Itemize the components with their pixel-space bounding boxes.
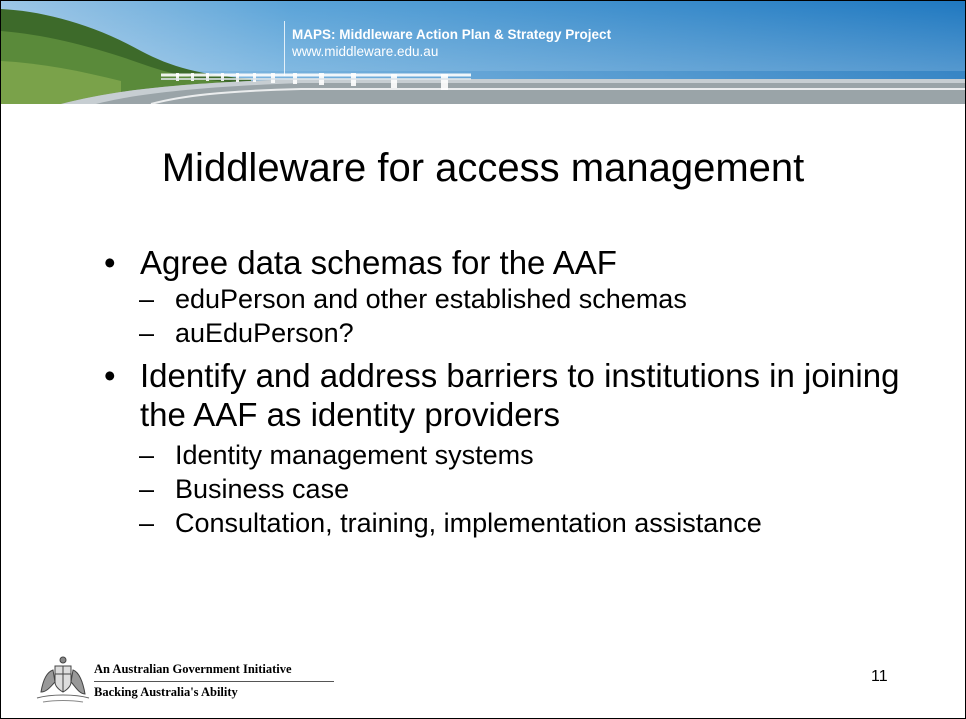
dash-icon: – bbox=[139, 440, 155, 470]
footer-tagline: Backing Australia's Ability bbox=[94, 685, 238, 699]
bullet-item: • Agree data schemas for the AAF bbox=[104, 243, 944, 282]
bullet-text: Identify and address barriers to institu… bbox=[140, 357, 900, 433]
header-banner: MAPS: Middleware Action Plan & Strategy … bbox=[1, 1, 965, 104]
banner-url: www.middleware.edu.au bbox=[292, 44, 439, 59]
sub-bullet-text: eduPerson and other established schemas bbox=[175, 284, 687, 314]
bullet-icon: • bbox=[104, 244, 116, 281]
bullet-item: • Identify and address barriers to insti… bbox=[104, 356, 944, 434]
bullet-list: • Agree data schemas for the AAF – eduPe… bbox=[104, 243, 944, 540]
dash-icon: – bbox=[139, 284, 155, 314]
sub-bullet-item: – eduPerson and other established schema… bbox=[139, 282, 944, 316]
sub-bullet-item: – Business case bbox=[139, 472, 944, 506]
coat-of-arms-icon bbox=[36, 656, 90, 703]
sub-bullet-item: – Identity management systems bbox=[139, 438, 944, 472]
dash-icon: – bbox=[139, 508, 155, 538]
sub-bullet-text: Consultation, training, implementation a… bbox=[175, 508, 762, 538]
sub-bullet-item: – Consultation, training, implementation… bbox=[139, 506, 944, 540]
bullet-text: Agree data schemas for the AAF bbox=[140, 244, 617, 281]
bullet-icon: • bbox=[104, 357, 116, 394]
road-landscape-image bbox=[1, 1, 965, 104]
dash-icon: – bbox=[139, 474, 155, 504]
page-number: 11 bbox=[871, 668, 888, 685]
footer-initiative-text: An Australian Government Initiative bbox=[94, 662, 292, 676]
sub-bullet-text: auEduPerson? bbox=[175, 318, 354, 348]
sub-bullet-text: Business case bbox=[175, 474, 350, 504]
slide-title: Middleware for access management bbox=[161, 146, 805, 190]
dash-icon: – bbox=[139, 318, 155, 348]
sub-bullet-text: Identity management systems bbox=[175, 440, 534, 470]
banner-title: MAPS: Middleware Action Plan & Strategy … bbox=[292, 27, 612, 42]
footer-divider bbox=[94, 681, 334, 682]
sub-bullet-item: – auEduPerson? bbox=[139, 316, 944, 350]
